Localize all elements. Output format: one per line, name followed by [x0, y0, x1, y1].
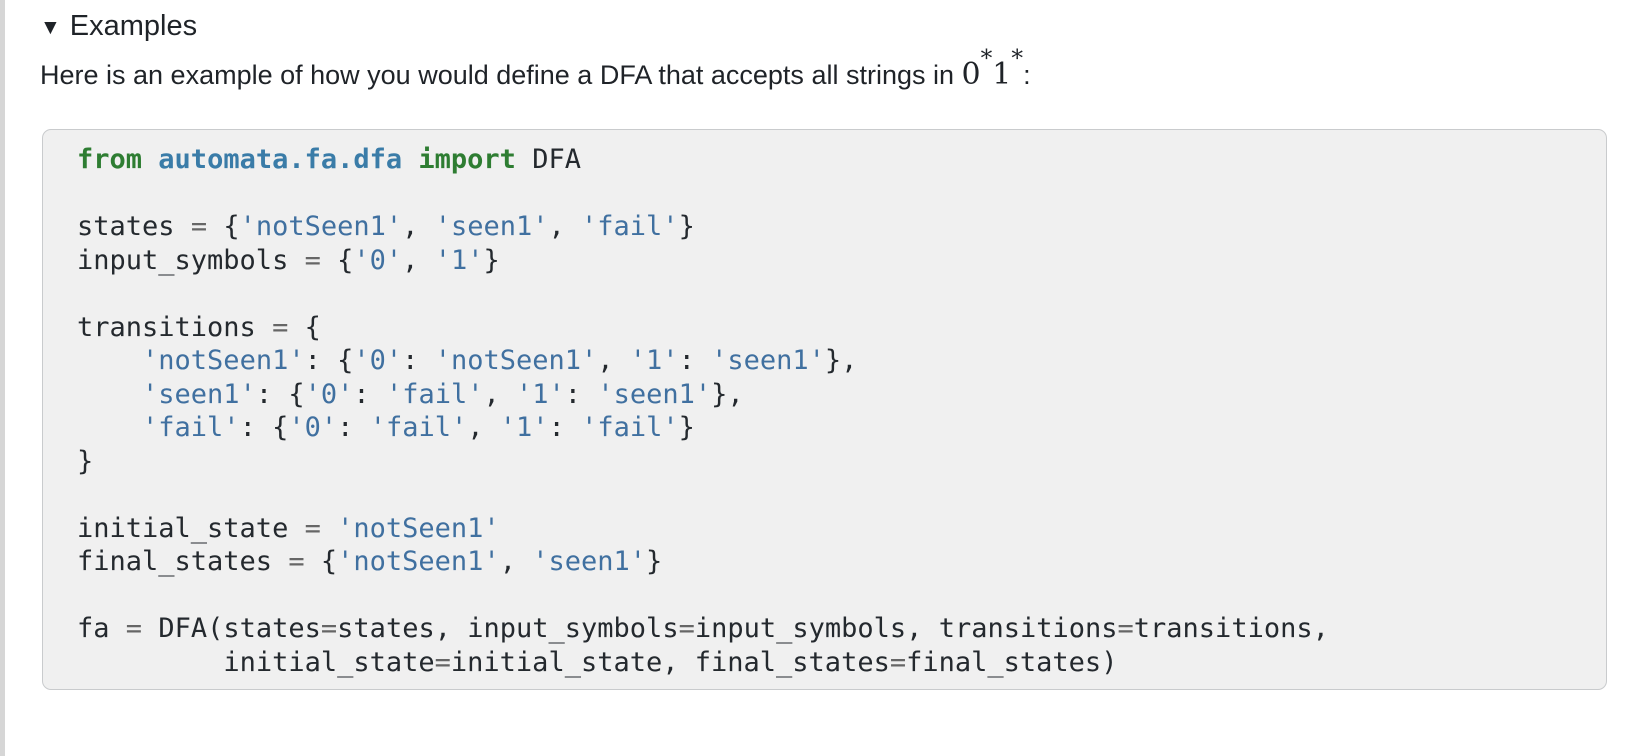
code-line: 'notSeen1': {'0': 'notSeen1', '1': 'seen… [142, 345, 858, 377]
code-line: input_symbols = {'0', '1'} [77, 244, 500, 276]
examples-section: ▼ Examples Here is an example of how you… [40, 8, 1607, 691]
code-line: states = {'notSeen1', 'seen1', 'fail'} [77, 211, 695, 243]
code-line: fa = DFA(states=states, input_symbols=in… [77, 613, 1329, 645]
code-line: from automata.fa.dfa import DFA [77, 144, 581, 176]
code: from automata.fa.dfa import DFA states =… [77, 144, 1329, 678]
intro-paragraph: Here is an example of how you would defi… [40, 46, 1607, 96]
code-line: transitions = { [77, 311, 321, 343]
code-line: 'seen1': {'0': 'fail', '1': 'seen1'}, [142, 378, 744, 410]
math-expression: 0*1* [961, 46, 1024, 92]
code-line: } [77, 445, 94, 477]
disclosure-triangle-icon: ▼ [40, 16, 61, 40]
examples-details: ▼ Examples Here is an example of how you… [40, 8, 1607, 691]
intro-text-colon: : [1023, 59, 1031, 90]
math-base: 0 [961, 56, 981, 92]
code-line: initial_state = 'notSeen1' [77, 512, 500, 544]
intro-text: Here is an example of how you would defi… [40, 59, 962, 90]
math-superscript: * [980, 44, 993, 73]
examples-summary[interactable]: ▼ Examples [40, 8, 1607, 46]
math-superscript: * [1011, 44, 1024, 73]
math-base: 1 [992, 56, 1012, 92]
code-block-panel: from automata.fa.dfa import DFA states =… [42, 129, 1607, 691]
page-left-border [0, 0, 5, 756]
code-line: final_states = {'notSeen1', 'seen1'} [77, 546, 663, 578]
code-line: initial_state=initial_state, final_state… [223, 646, 1118, 678]
code-line: 'fail': {'0': 'fail', '1': 'fail'} [142, 412, 695, 444]
examples-summary-label: Examples [69, 10, 198, 42]
code-block: from automata.fa.dfa import DFA states =… [43, 130, 1606, 689]
